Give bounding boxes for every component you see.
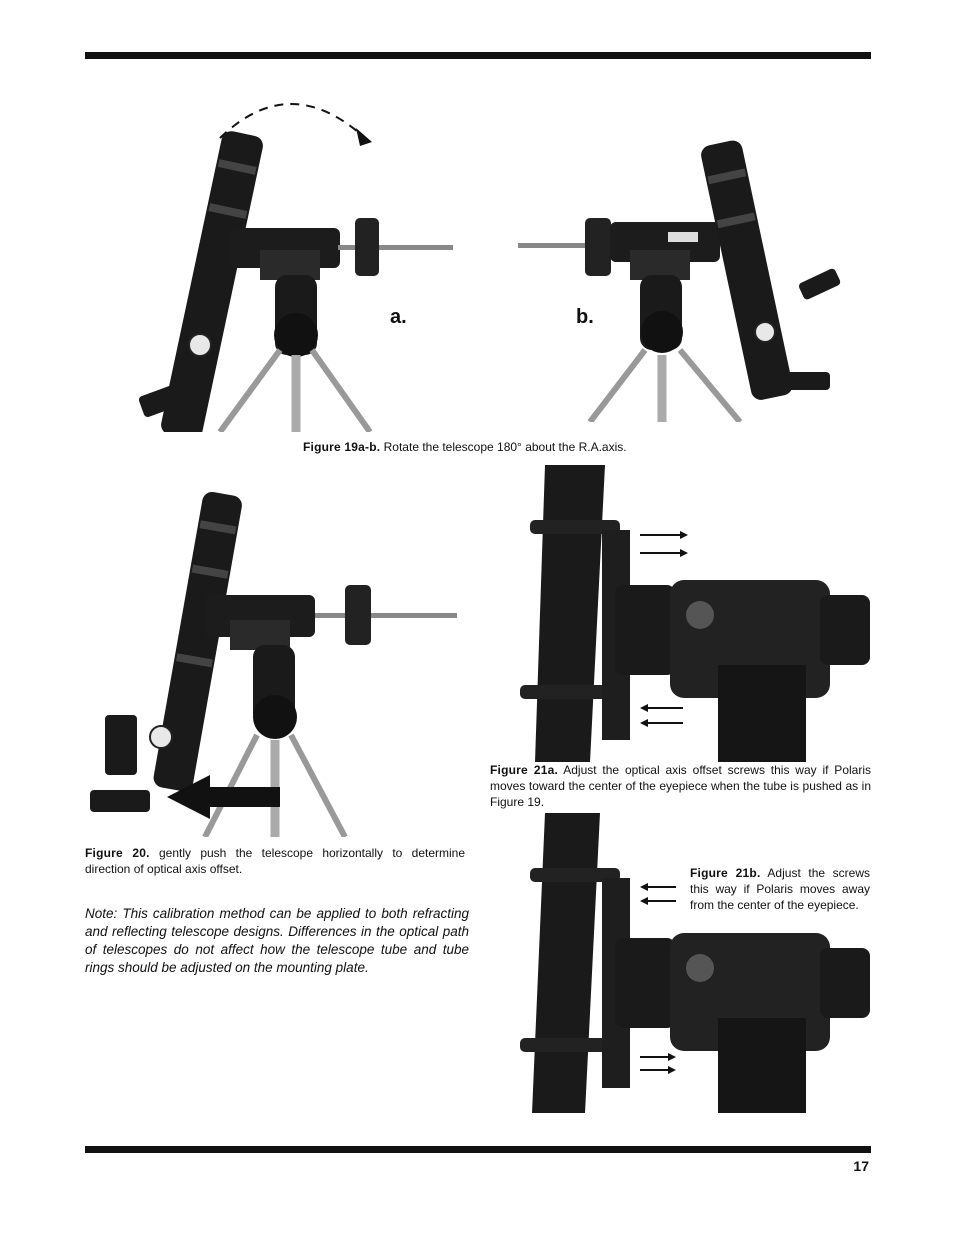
top-rule xyxy=(85,52,871,59)
figure-19a-photo: a. xyxy=(120,90,465,432)
figure-21b-caption-title: Figure 21b. xyxy=(690,866,761,880)
figure-20-caption-text: gently push the telescope horizontally t… xyxy=(85,846,466,876)
bottom-rule xyxy=(85,1146,871,1153)
figure-19b-photo: b. xyxy=(490,110,870,422)
panel-label-b: b. xyxy=(576,306,594,328)
figure-19-caption-title: Figure 19a-b. xyxy=(303,440,381,454)
figure-19-caption: Figure 19a-b. Rotate the telescope 180° … xyxy=(303,439,627,455)
panel-label-a: a. xyxy=(390,306,407,328)
calibration-note: Note: This calibration method can be app… xyxy=(85,906,469,975)
figure-21b-caption-text: Adjust the screws this way if Polaris mo… xyxy=(690,866,870,912)
figure-21a-caption: Figure 21a. Adjust the optical axis offs… xyxy=(490,762,871,810)
figure-20-caption-title: Figure 20. xyxy=(85,846,150,860)
page-number: 17 xyxy=(853,1158,869,1174)
figure-19-caption-text: Rotate the telescope 180° about the R.A.… xyxy=(380,440,627,454)
figure-21a-photo xyxy=(490,465,871,762)
figure-21a-caption-text: Adjust the optical axis offset screws th… xyxy=(490,763,871,809)
figure-20-photo xyxy=(85,485,465,837)
figure-21b-caption: Figure 21b. Adjust the screws this way i… xyxy=(690,865,870,913)
figure-20-caption: Figure 20. gently push the telescope hor… xyxy=(85,845,465,877)
figure-21a-caption-title: Figure 21a. xyxy=(490,763,559,777)
figure-21b-photo xyxy=(490,813,871,1113)
